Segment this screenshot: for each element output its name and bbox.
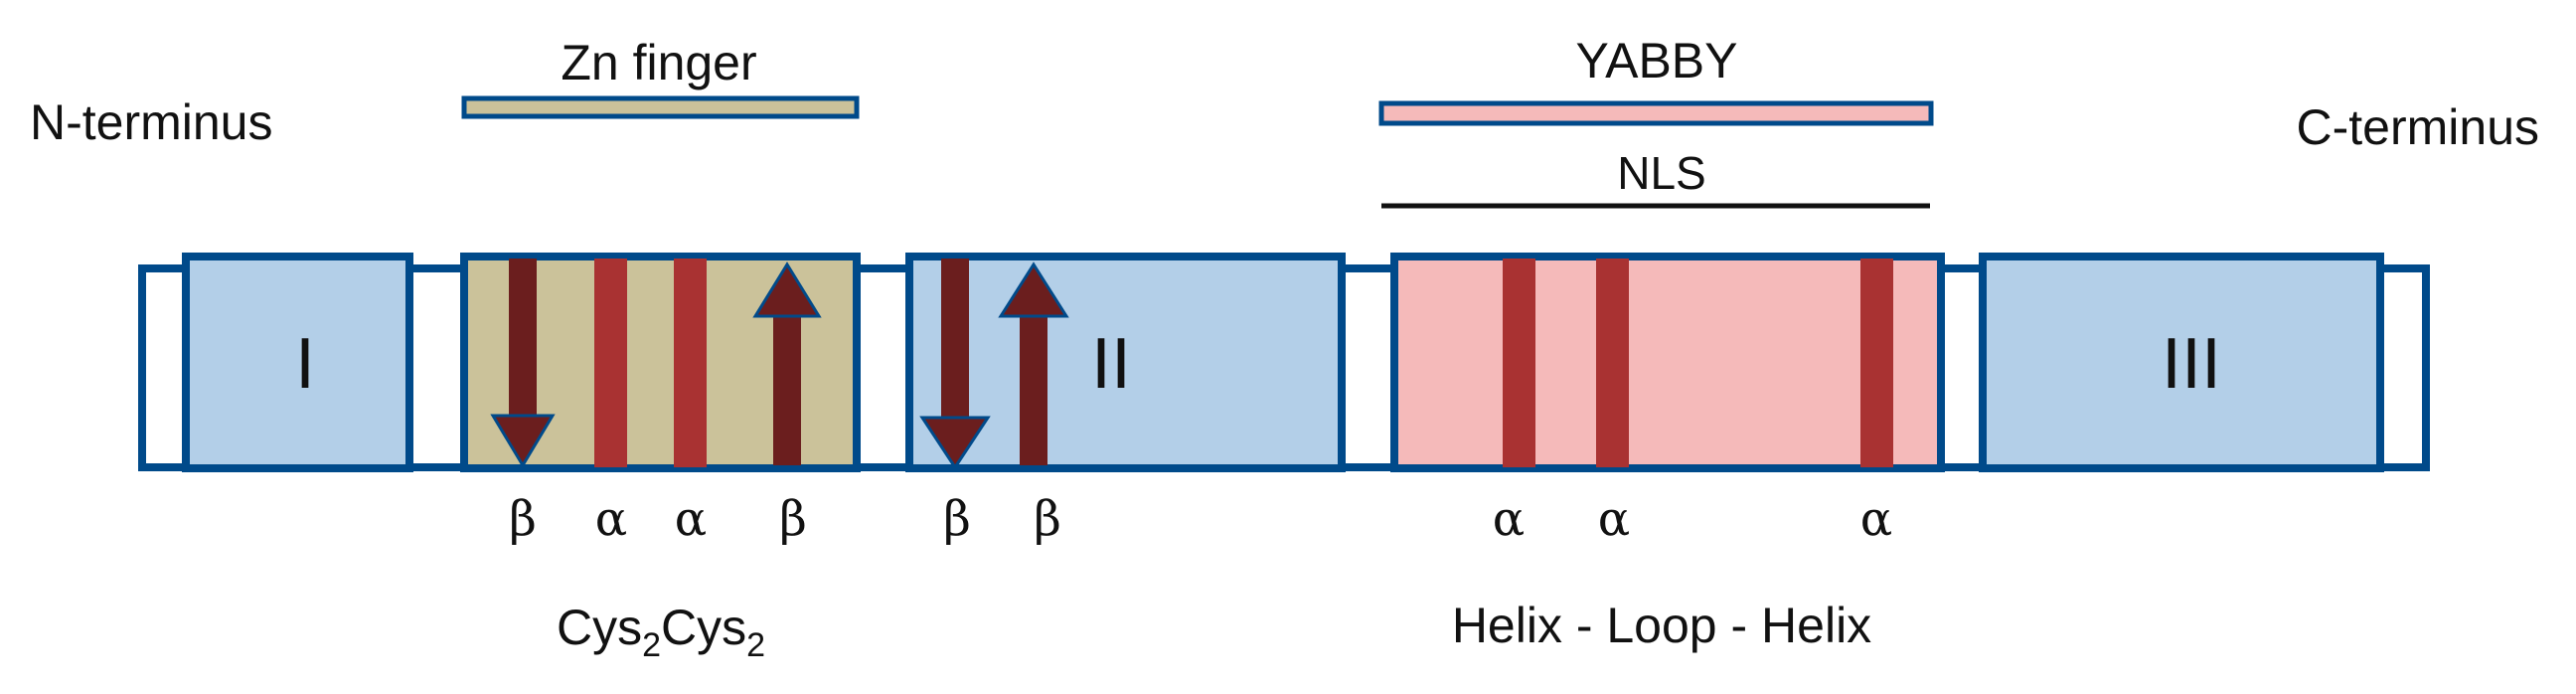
yabby-helix-1 xyxy=(1503,259,1535,467)
region-iii-label: III xyxy=(2162,324,2221,404)
nls-label: NLS xyxy=(1617,147,1705,199)
zn-motif-1-label: β xyxy=(509,491,537,547)
yabby-motif-1-label: α xyxy=(1493,491,1525,547)
cys-sub-a: 2 xyxy=(642,626,661,664)
zn-strand-down-1 xyxy=(490,259,556,468)
yabby-helix-2 xyxy=(1596,259,1629,467)
zn-motif-2-label: α xyxy=(595,491,627,547)
yabby-motif-2-label: α xyxy=(1598,491,1630,547)
ii-motif-2-label: β xyxy=(1034,491,1061,547)
region-iii-box xyxy=(1979,253,2384,472)
zn-helix-2 xyxy=(674,259,707,467)
cys-a: Cys xyxy=(557,600,642,655)
c-terminus-label: C-terminus xyxy=(2297,99,2539,155)
zn-strand-up-1 xyxy=(752,261,822,465)
zn-finger-label: Zn finger xyxy=(561,35,756,90)
yabby-helix-3 xyxy=(1860,259,1893,467)
yabby-label: YABBY xyxy=(1575,33,1737,88)
region-ii-label: II xyxy=(1091,324,1131,404)
yabby-motif-3-label: α xyxy=(1860,491,1892,547)
yabby-box xyxy=(1390,253,1945,472)
ii-strand-up xyxy=(998,261,1069,465)
n-terminus-label: N-terminus xyxy=(30,94,272,150)
yabby-bar xyxy=(1378,100,1934,126)
ii-strand-down xyxy=(919,259,991,470)
zn-motif-3-label: α xyxy=(675,491,707,547)
region-i-box xyxy=(182,253,413,472)
zn-finger-bar xyxy=(461,95,860,119)
zn-helix-1 xyxy=(594,259,627,467)
cys2cys2-label: Cys2Cys2 xyxy=(557,600,765,664)
cys-sub-b: 2 xyxy=(746,626,765,664)
helix-loop-helix-label: Helix - Loop - Helix xyxy=(1452,598,1871,653)
cys-b: Cys xyxy=(661,600,746,655)
region-ii-box xyxy=(905,253,1346,472)
region-i-label: I xyxy=(295,324,315,404)
ii-motif-1-label: β xyxy=(943,491,971,547)
zn-motif-4-label: β xyxy=(779,491,807,547)
